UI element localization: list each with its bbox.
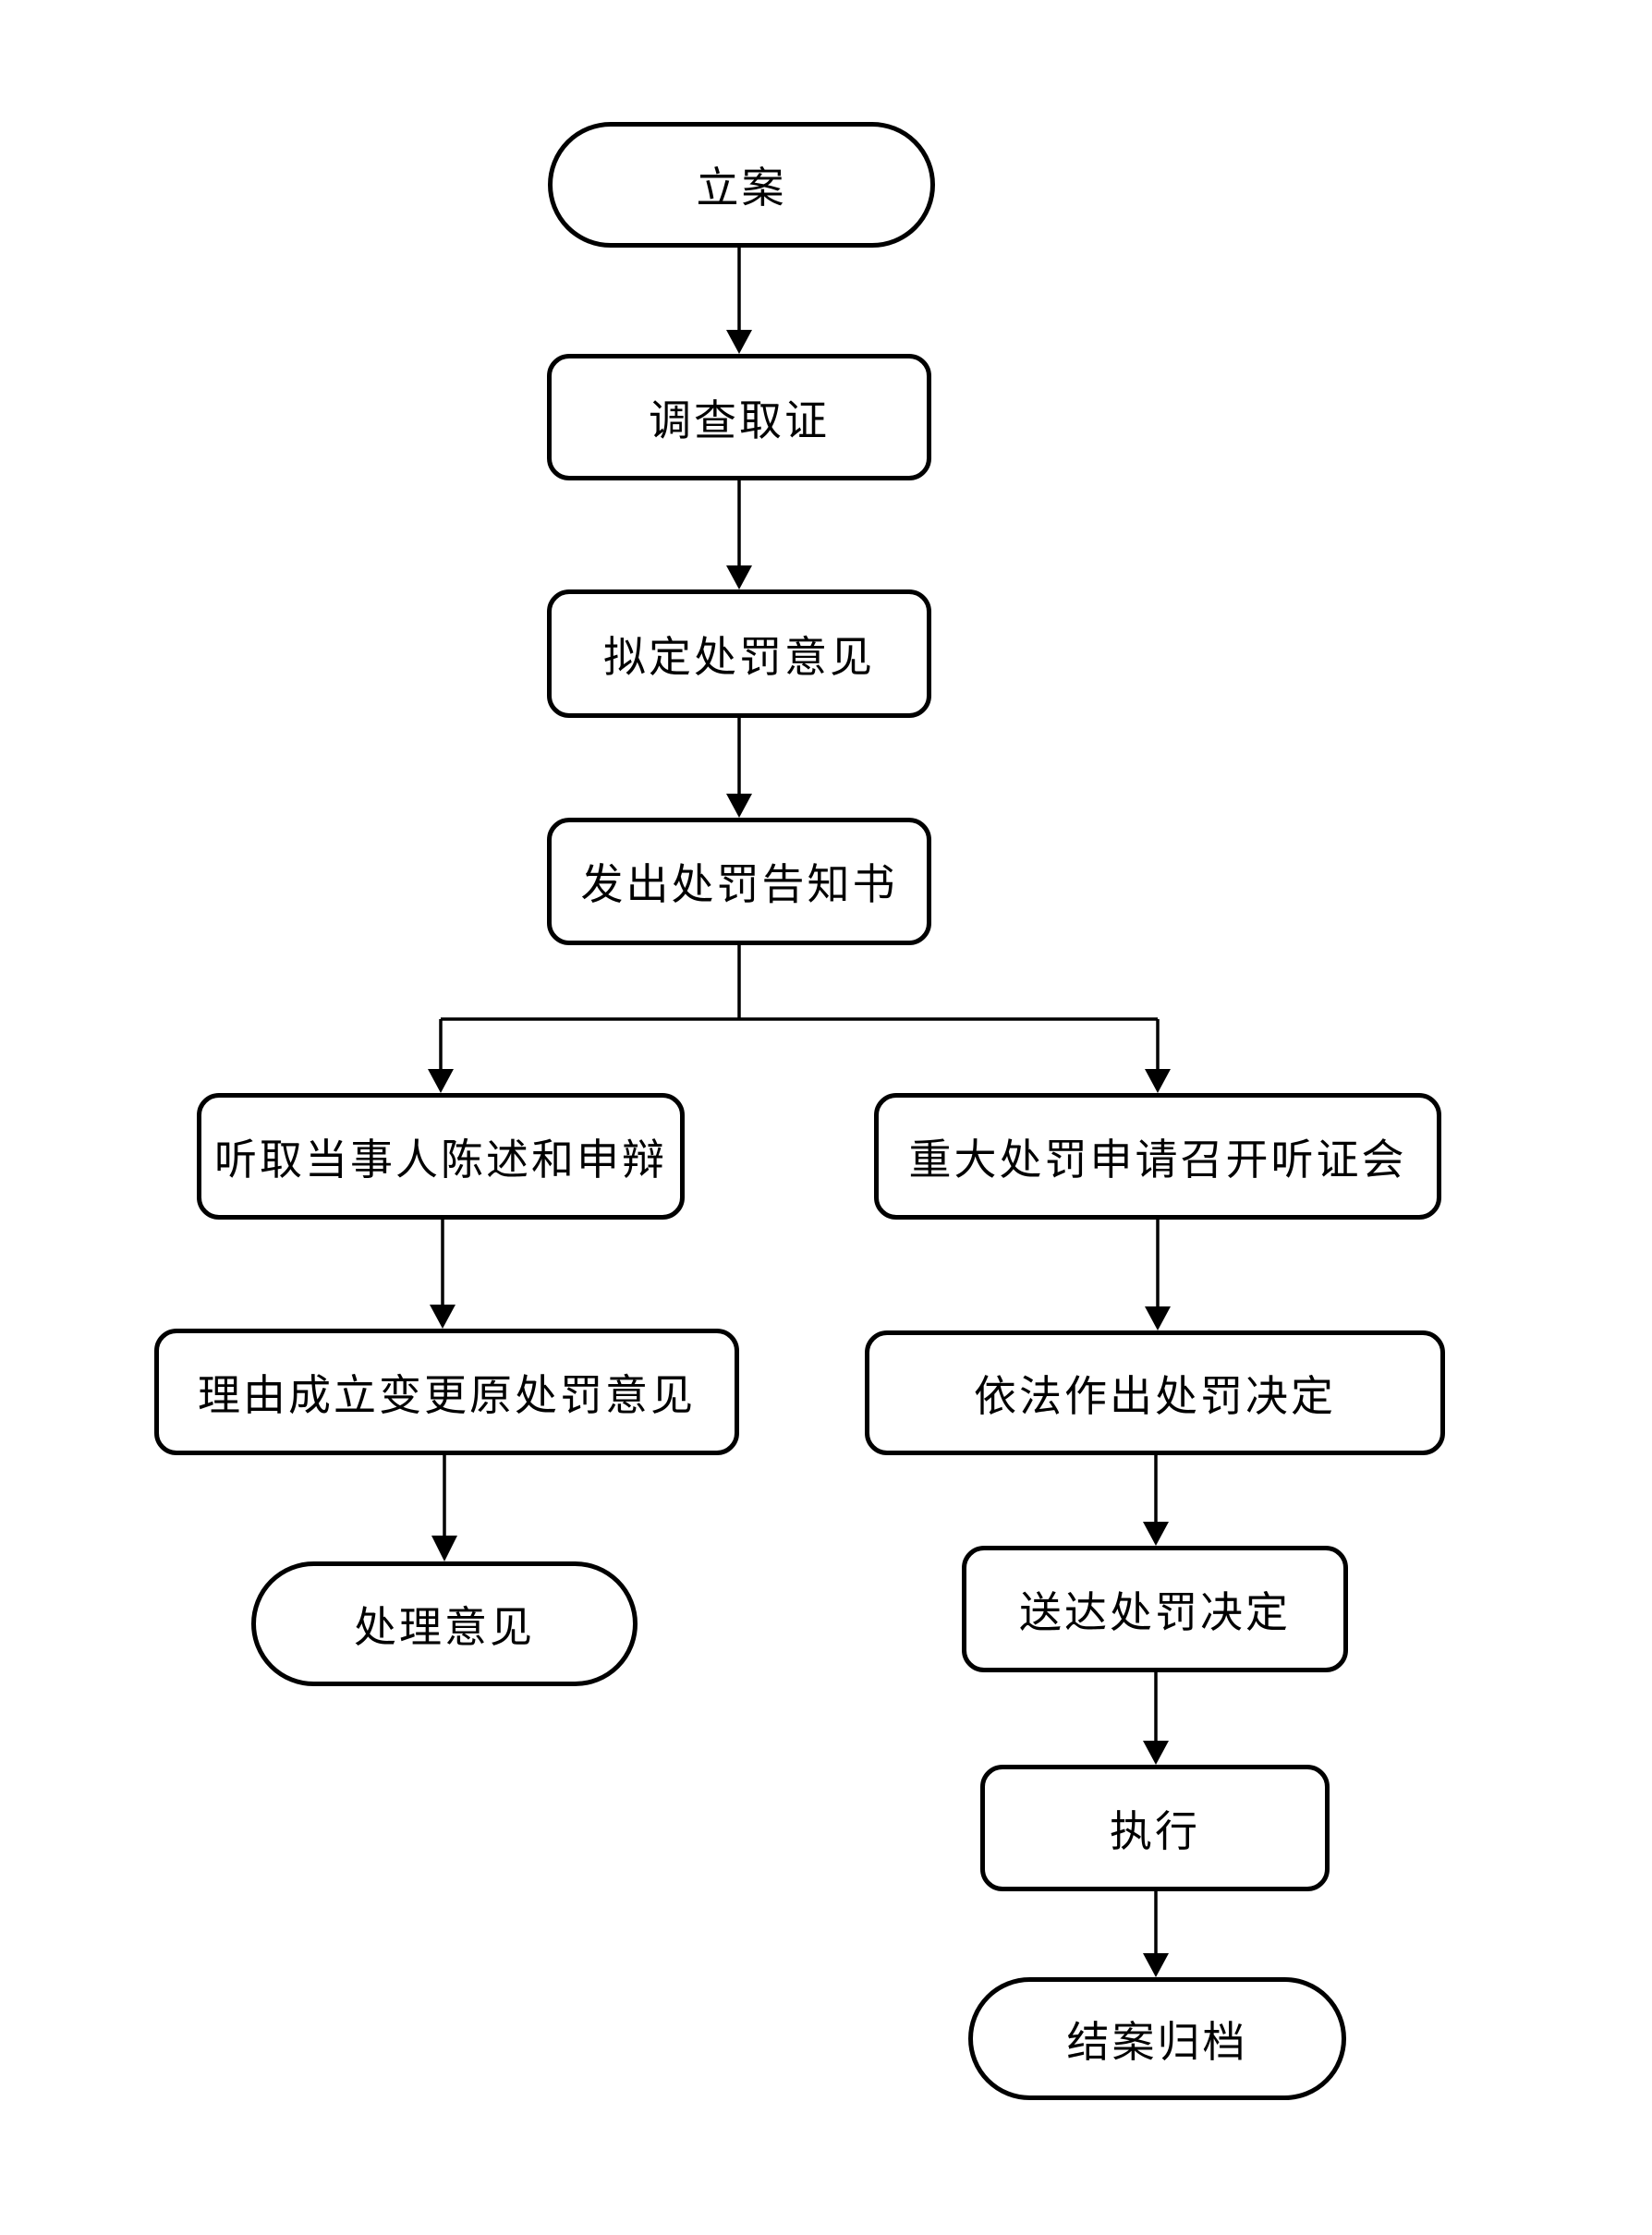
node-deliver-penalty-decision: 送达处罚决定	[962, 1546, 1348, 1672]
arrowhead	[428, 1069, 454, 1093]
node-label: 送达处罚决定	[1019, 1588, 1291, 1636]
arrowhead	[1145, 1306, 1171, 1330]
node-label: 调查取证	[649, 396, 830, 444]
node-make-penalty-decision: 依法作出处罚决定	[865, 1330, 1445, 1455]
node-investigation: 调查取证	[547, 354, 931, 480]
node-label: 处理意见	[354, 1603, 535, 1651]
arrowhead	[431, 1536, 457, 1561]
node-label: 理由成立变更原处罚意见	[198, 1371, 696, 1419]
node-case-filing: 立案	[548, 122, 935, 248]
arrowhead	[1143, 1953, 1169, 1977]
arrowhead	[726, 330, 752, 354]
node-execution: 执行	[980, 1765, 1330, 1891]
arrowhead	[1143, 1741, 1169, 1765]
node-label: 拟定处罚意见	[603, 633, 875, 681]
node-handling-opinion: 处理意见	[251, 1561, 638, 1686]
node-draft-penalty-opinion: 拟定处罚意见	[547, 589, 931, 718]
node-label: 执行	[1110, 1807, 1200, 1855]
node-label: 结案归档	[1066, 2018, 1248, 2066]
node-label: 依法作出处罚决定	[974, 1372, 1336, 1420]
arrowhead	[1143, 1522, 1169, 1546]
node-penalty-notice: 发出处罚告知书	[547, 818, 931, 945]
node-close-and-archive: 结案归档	[968, 1977, 1346, 2100]
node-label: 听取当事人陈述和申辩	[214, 1136, 667, 1184]
node-label: 重大处罚申请召开听证会	[908, 1136, 1407, 1184]
arrowhead	[726, 565, 752, 589]
node-change-original-opinion: 理由成立变更原处罚意见	[154, 1329, 739, 1455]
node-major-penalty-hearing: 重大处罚申请召开听证会	[874, 1093, 1441, 1220]
node-label: 立案	[696, 164, 787, 212]
arrowhead	[1145, 1069, 1171, 1093]
node-hear-statement-defense: 听取当事人陈述和申辩	[197, 1093, 685, 1220]
arrowhead	[430, 1305, 456, 1329]
edge-branch-trunk	[441, 945, 1158, 1021]
arrowhead	[726, 794, 752, 818]
node-label: 发出处罚告知书	[580, 861, 898, 908]
